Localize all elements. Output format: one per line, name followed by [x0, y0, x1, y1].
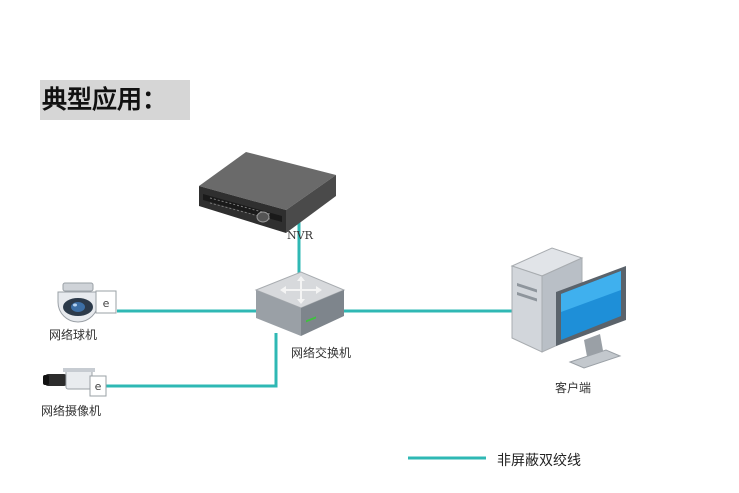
- nvr-label: NVR: [287, 229, 313, 242]
- client-computer-icon: [510, 247, 626, 369]
- cable-boxcam-switch: [106, 333, 278, 388]
- svg-text:e: e: [95, 380, 102, 393]
- section-heading: 典型应用：: [40, 80, 190, 120]
- client-label: 客户端: [555, 381, 592, 395]
- dome-camera-icon: e: [57, 282, 117, 323]
- legend-cable-label: 非屏蔽双绞线: [497, 453, 581, 469]
- svg-text:e: e: [103, 297, 110, 310]
- box-camera-label: 网络摄像机: [41, 404, 102, 418]
- nvr-icon: [199, 152, 336, 233]
- switch-label: 网络交换机: [291, 346, 352, 360]
- cable-links: [106, 222, 512, 388]
- box-camera-icon: e: [43, 368, 107, 397]
- dome-camera-label: 网络球机: [49, 328, 98, 342]
- switch-icon: [254, 271, 346, 336]
